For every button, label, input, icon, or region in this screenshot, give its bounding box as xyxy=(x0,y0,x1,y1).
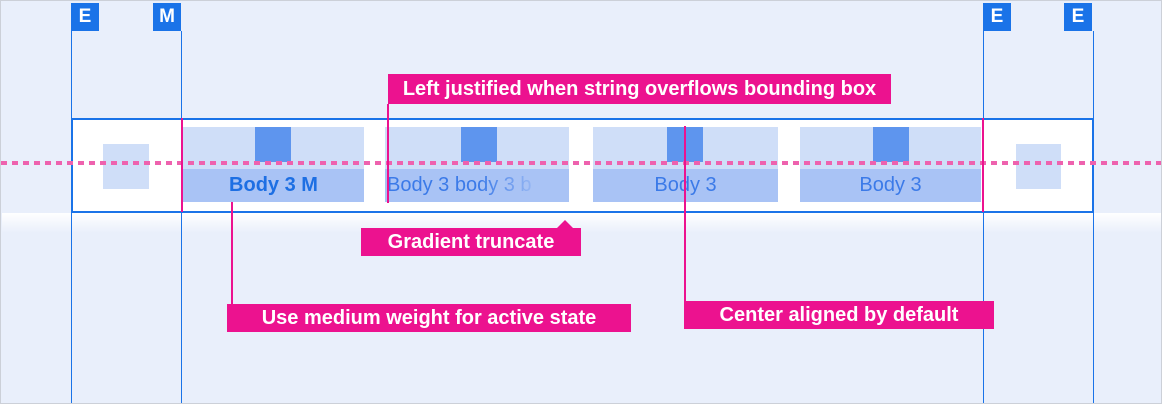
tab-icon-placeholder xyxy=(873,127,909,162)
annotation-gradient-truncate: Gradient truncate xyxy=(361,220,581,256)
leader-line-content-left xyxy=(181,118,183,212)
tab-item-4[interactable]: Body 3 xyxy=(800,127,981,202)
spacing-marker-e-right-outer: E xyxy=(1064,3,1092,31)
leader-line-medium-weight xyxy=(231,202,233,304)
tab-icon-placeholder xyxy=(255,127,291,162)
spacing-marker-e-left: E xyxy=(71,3,99,31)
annotation-center-aligned: Center aligned by default xyxy=(684,301,994,329)
guide-line-right-edge-top xyxy=(1093,31,1094,118)
tab-label-bg: Body 3 body 3 b xyxy=(385,169,569,202)
bar-bottom-glow xyxy=(2,213,1161,233)
tab-label-bg: Body 3 xyxy=(800,169,981,202)
guide-line-left-edge-top xyxy=(71,31,72,118)
guide-line-left-margin-bottom xyxy=(181,212,182,403)
guide-line-right-margin-top xyxy=(983,31,984,118)
spacing-marker-e-right-inner: E xyxy=(983,3,1011,31)
guide-line-left-margin-top xyxy=(181,31,182,118)
guide-line-left-edge-bottom xyxy=(71,212,72,403)
gradient-truncate-fade xyxy=(479,169,569,202)
tab-label-bg: Body 3 M xyxy=(183,169,364,202)
tab-label: Body 3 xyxy=(859,174,922,196)
leader-line-center-aligned xyxy=(684,126,686,301)
center-baseline-dashed-line xyxy=(1,161,1161,165)
annotation-left-justified: Left justified when string overflows bou… xyxy=(388,74,891,104)
caret-up-icon xyxy=(557,220,573,228)
spacing-marker-m-left: M xyxy=(153,3,181,31)
tab-icon-placeholder xyxy=(461,127,497,162)
trailing-icon-placeholder xyxy=(1016,144,1061,189)
guide-line-right-edge-bottom xyxy=(1093,212,1094,403)
leader-line-content-right xyxy=(982,118,984,212)
tab-label: Body 3 M xyxy=(229,174,318,196)
leader-line-left-justified xyxy=(387,104,389,203)
annotation-text: Gradient truncate xyxy=(387,231,555,253)
leading-icon-placeholder xyxy=(103,144,149,189)
annotation-medium-weight: Use medium weight for active state xyxy=(227,304,631,332)
